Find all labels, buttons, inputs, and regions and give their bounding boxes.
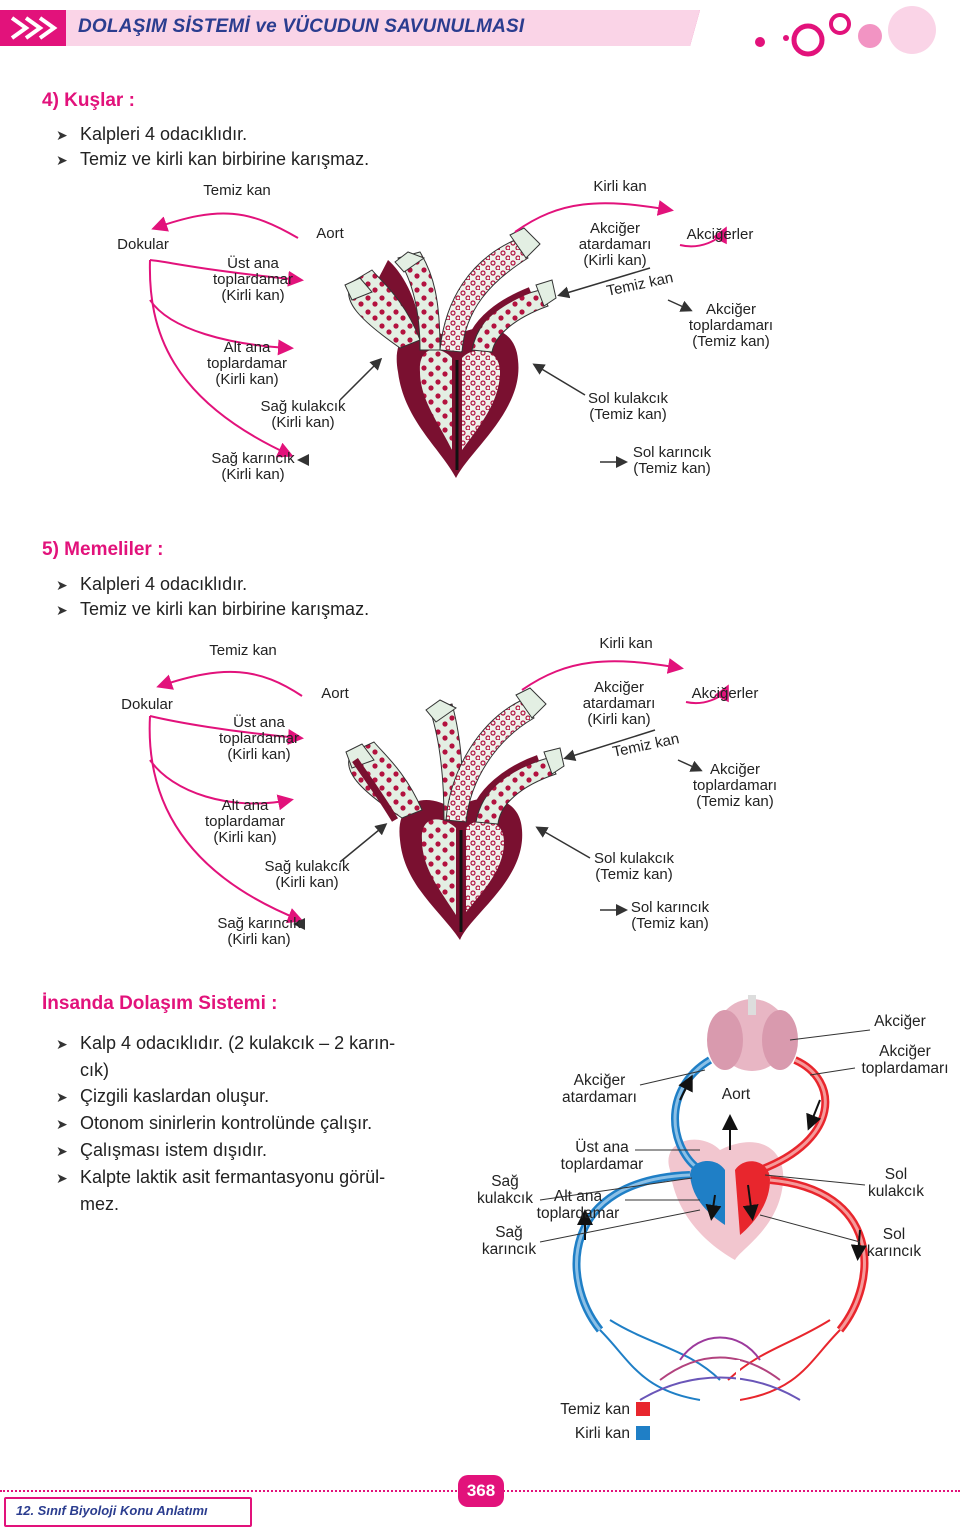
birds-bullet: ➤ Temiz ve kirli kan birbirine karışmaz.	[56, 149, 369, 170]
arrow-bullet-icon: ➤	[56, 127, 68, 143]
footer-book-title: 12. Sınıf Biyoloji Konu Anlatımı	[16, 1503, 208, 1518]
human-bullet: ➤Çizgili kaslardan oluşur.	[56, 1083, 426, 1110]
legend: Temiz kan Kirli kan	[540, 1397, 650, 1445]
birds-heart-diagram	[148, 200, 727, 478]
footer-book-box	[4, 1497, 252, 1527]
mammals-kirli-kan-label: Kirli kan	[599, 635, 653, 652]
arrow-bullet-icon: ➤	[56, 152, 68, 168]
mammals-bullet: ➤ Temiz ve kirli kan birbirine karışmaz.	[56, 599, 369, 620]
arrow-bullet-icon: ➤	[56, 1143, 68, 1159]
bullet-text: Temiz ve kirli kan birbirine karışmaz.	[80, 149, 370, 169]
section-title-mammals: 5) Memeliler :	[42, 539, 164, 560]
mammals-akcigerler-label: Akciğerler	[691, 685, 759, 702]
bullet-text: Kalpleri 4 odacıklıdır.	[80, 124, 248, 144]
arrow-bullet-icon: ➤	[56, 1036, 68, 1052]
birds-bullet: ➤ Kalpleri 4 odacıklıdır.	[56, 124, 247, 145]
human-bullets: ➤Kalp 4 odacıklıdır. (2 kulakcık – 2 kar…	[56, 1030, 426, 1217]
mammals-bullet: ➤ Kalpleri 4 odacıklıdır.	[56, 574, 247, 595]
mammals-dokular-label: Dokular	[121, 696, 173, 713]
human-akciger-label: Akciğer	[874, 1013, 926, 1030]
header-band	[0, 6, 936, 57]
birds-sol-karincik-label: Sol karıncık(Temiz kan)	[632, 444, 712, 477]
mammals-aort-label: Aort	[321, 685, 349, 702]
birds-dokular-label: Dokular	[117, 236, 169, 253]
arrow-bullet-icon: ➤	[56, 1170, 68, 1186]
human-bullet-cont: cık)	[80, 1060, 109, 1080]
human-bullet-cont: mez.	[80, 1194, 120, 1214]
human-bullet: ➤Kalpte laktik asit fermantasyonu görül-	[56, 1164, 426, 1191]
bullet-text: Temiz ve kirli kan birbirine karışmaz.	[80, 599, 370, 619]
legend-item-kirli: Kirli kan	[540, 1421, 650, 1445]
birds-sol-kulakcik-label: Sol kulakcık(Temiz kan)	[587, 390, 669, 423]
birds-sag-karincik-label: Sağ karıncık(Kirli kan)	[211, 450, 295, 483]
birds-akcigerler-label: Akciğerler	[686, 226, 754, 243]
bullet-text: Kalpleri 4 odacıklıdır.	[80, 574, 248, 594]
human-bullet: ➤Otonom sinirlerin kontrolünde çalışır.	[56, 1110, 426, 1137]
human-bullet: ➤Çalışması istem dışıdır.	[56, 1137, 426, 1164]
arrow-bullet-icon: ➤	[56, 577, 68, 593]
section-title-human: İnsanda Dolaşım Sistemi :	[42, 993, 278, 1014]
human-circulation-diagram	[539, 995, 871, 1401]
mammals-sag-kulakcik-label: Sağ kulakcık(Kirli kan)	[264, 858, 350, 891]
section-title-birds: 4) Kuşlar :	[42, 90, 135, 111]
mammals-sol-kulakcik-label: Sol kulakcık(Temiz kan)	[593, 850, 675, 883]
mammals-heart-diagram	[148, 658, 729, 940]
mammals-temiz-kan-label: Temiz kan	[209, 642, 277, 659]
birds-temiz-kan-label: Temiz kan	[203, 182, 271, 199]
birds-sag-kulakcik-label: Sağ kulakcık(Kirli kan)	[260, 398, 346, 431]
legend-item-temiz: Temiz kan	[540, 1397, 650, 1421]
header-title: DOLAŞIM SİSTEMİ ve VÜCUDUN SAVUNULMASI	[78, 16, 525, 37]
arrow-bullet-icon: ➤	[56, 1116, 68, 1132]
legend-swatch-blue	[636, 1426, 650, 1440]
page-number: 368	[458, 1475, 504, 1507]
birds-kirli-kan-label: Kirli kan	[593, 178, 647, 195]
birds-aort-label: Aort	[316, 225, 344, 242]
mammals-sol-karincik-label: Sol karıncık(Temiz kan)	[630, 899, 710, 932]
legend-swatch-red	[636, 1402, 650, 1416]
human-bullet: ➤Kalp 4 odacıklıdır. (2 kulakcık – 2 kar…	[56, 1030, 426, 1057]
arrow-bullet-icon: ➤	[56, 1089, 68, 1105]
mammals-sag-karincik-label: Sağ karıncık(Kirli kan)	[217, 915, 301, 948]
human-aort-label: Aort	[721, 1086, 751, 1103]
arrow-bullet-icon: ➤	[56, 602, 68, 618]
